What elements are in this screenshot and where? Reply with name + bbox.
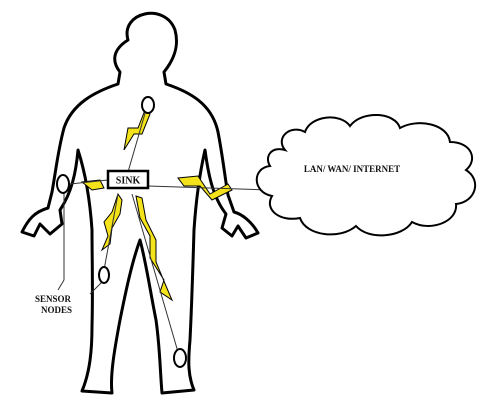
network-cloud xyxy=(257,115,475,235)
sensor-node-left-leg xyxy=(99,267,109,283)
network-label: LAN/ WAN/ INTERNET xyxy=(304,164,400,174)
sensor-node-chest xyxy=(142,97,154,113)
sensor-nodes-label-line1: SENSOR xyxy=(35,294,72,304)
signal-bolt-sink-to-left-leg xyxy=(102,194,122,250)
sensor-node-arm xyxy=(57,175,69,193)
sensor-nodes-label-line2: NODES xyxy=(41,305,72,315)
sink-label: SINK xyxy=(116,176,141,187)
connection-lines xyxy=(58,110,270,352)
signal-bolt-chest-to-sink xyxy=(124,110,150,150)
sensor-node-right-leg xyxy=(174,349,186,367)
